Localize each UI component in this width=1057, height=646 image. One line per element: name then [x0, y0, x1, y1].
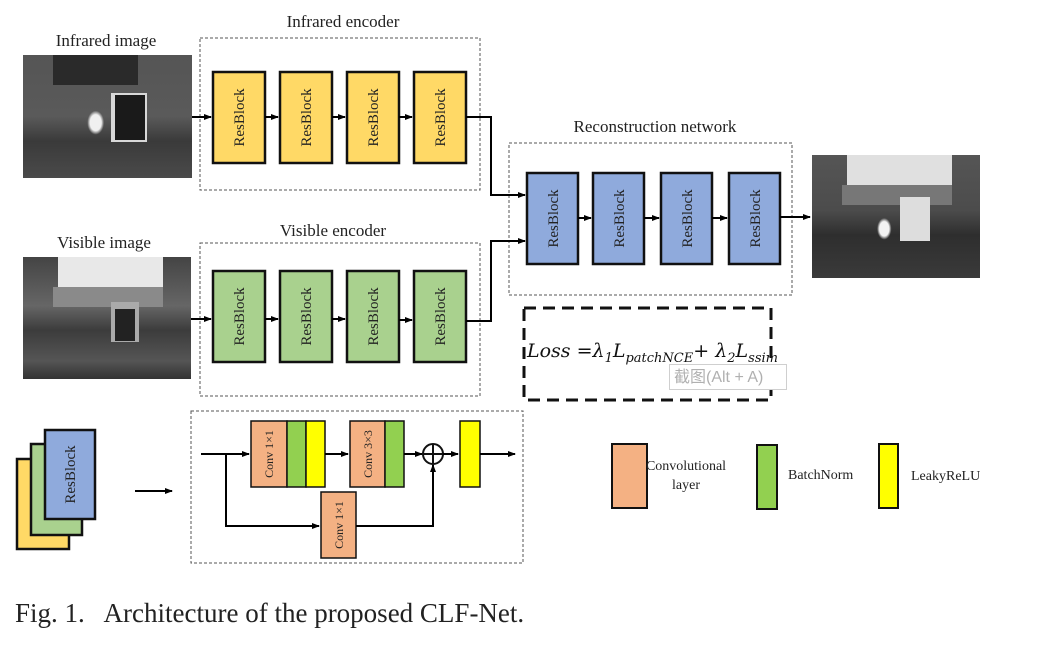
- infrared-resblock-3: ResBlock: [345, 70, 401, 165]
- loss-box: [522, 306, 773, 402]
- batchnorm-2: [384, 420, 405, 488]
- resblock-stack: ResBlock: [15, 428, 97, 551]
- visible-resblock-2: ResBlock: [278, 269, 334, 364]
- reconstruction-box: [508, 142, 793, 296]
- loss-formula: Loss =λ1LpatchNCE+ λ2Lssim: [527, 340, 778, 366]
- legend-leakyrelu: LeakyReLU: [878, 443, 980, 509]
- figure-number: Fig. 1.: [15, 598, 85, 628]
- reconstruction-blocks: ResBlock ResBlock ResBlock ResBlock: [525, 171, 782, 266]
- svg-text:ResBlock: ResBlock: [546, 189, 562, 248]
- conv1x1-top: Conv 1×1: [250, 420, 288, 488]
- visible-arrows: [191, 238, 526, 323]
- recon-resblock-4: ResBlock: [727, 171, 782, 266]
- svg-text:ResBlock: ResBlock: [433, 287, 449, 346]
- visible-image: [23, 257, 191, 379]
- recon-resblock-1: ResBlock: [525, 171, 580, 266]
- reconstruction-arrows: [578, 214, 811, 221]
- visible-encoder-box: [199, 242, 481, 397]
- infrared-arrows: [192, 114, 526, 198]
- infrared-resblock-2: ResBlock: [278, 70, 334, 165]
- infrared-encoder-box: [199, 37, 481, 191]
- resblock-stack-label: ResBlock: [63, 445, 79, 504]
- reconstruction-title: Reconstruction network: [574, 117, 737, 136]
- svg-text:ResBlock: ResBlock: [299, 287, 315, 346]
- svg-text:Convolutional: Convolutional: [646, 459, 726, 474]
- fused-image: [812, 155, 980, 278]
- svg-text:ResBlock: ResBlock: [232, 287, 248, 346]
- infrared-resblock-4: ResBlock: [412, 70, 468, 165]
- svg-text:ResBlock: ResBlock: [366, 88, 382, 147]
- svg-text:ResBlock: ResBlock: [748, 189, 764, 248]
- conv1x1-skip: Conv 1×1: [320, 491, 357, 559]
- infrared-resblock-1: ResBlock: [211, 70, 267, 165]
- recon-resblock-2: ResBlock: [591, 171, 646, 266]
- caption-text: Architecture of the proposed CLF-Net.: [103, 598, 525, 628]
- add-operator-icon: [422, 443, 444, 465]
- visible-encoder-blocks: ResBlock ResBlock ResBlock ResBlock: [211, 269, 468, 364]
- visible-resblock-4: ResBlock: [412, 269, 468, 364]
- legend-conv: Convolutional layer: [611, 443, 726, 509]
- recon-resblock-3: ResBlock: [659, 171, 714, 266]
- resblock-detail: Conv 1×1 Conv 3×3 Conv 1×1: [201, 420, 516, 559]
- visible-image-label: Visible image: [57, 233, 151, 252]
- svg-text:Conv 1×1: Conv 1×1: [262, 430, 276, 478]
- svg-text:ResBlock: ResBlock: [433, 88, 449, 147]
- infrared-encoder-blocks: ResBlock ResBlock ResBlock ResBlock: [211, 70, 468, 165]
- visible-resblock-1: ResBlock: [211, 269, 267, 364]
- svg-text:LeakyReLU: LeakyReLU: [911, 469, 980, 484]
- svg-text:layer: layer: [672, 478, 700, 493]
- svg-text:Conv 1×1: Conv 1×1: [332, 501, 346, 549]
- visible-resblock-3: ResBlock: [345, 269, 401, 364]
- svg-text:ResBlock: ResBlock: [366, 287, 382, 346]
- infrared-encoder-title: Infrared encoder: [287, 12, 400, 31]
- svg-text:Conv 3×3: Conv 3×3: [361, 430, 375, 478]
- screenshot-tooltip: 截图(Alt + A): [669, 364, 787, 390]
- resblock-detail-box: [190, 410, 524, 564]
- legend: Convolutional layer BatchNorm LeakyReLU: [611, 443, 980, 510]
- leakyrelu-final: [459, 420, 481, 488]
- svg-text:ResBlock: ResBlock: [612, 189, 628, 248]
- svg-text:ResBlock: ResBlock: [299, 88, 315, 147]
- legend-batchnorm: BatchNorm: [756, 444, 853, 510]
- infrared-image: [23, 55, 192, 178]
- svg-text:ResBlock: ResBlock: [680, 189, 696, 248]
- conv3x3: Conv 3×3: [349, 420, 386, 488]
- batchnorm-1: [286, 420, 307, 488]
- svg-text:BatchNorm: BatchNorm: [788, 468, 853, 483]
- figure-caption: Fig. 1. Architecture of the proposed CLF…: [15, 598, 524, 629]
- leakyrelu-1: [305, 420, 326, 488]
- visible-encoder-title: Visible encoder: [280, 221, 386, 240]
- svg-text:ResBlock: ResBlock: [232, 88, 248, 147]
- infrared-image-label: Infrared image: [56, 31, 157, 50]
